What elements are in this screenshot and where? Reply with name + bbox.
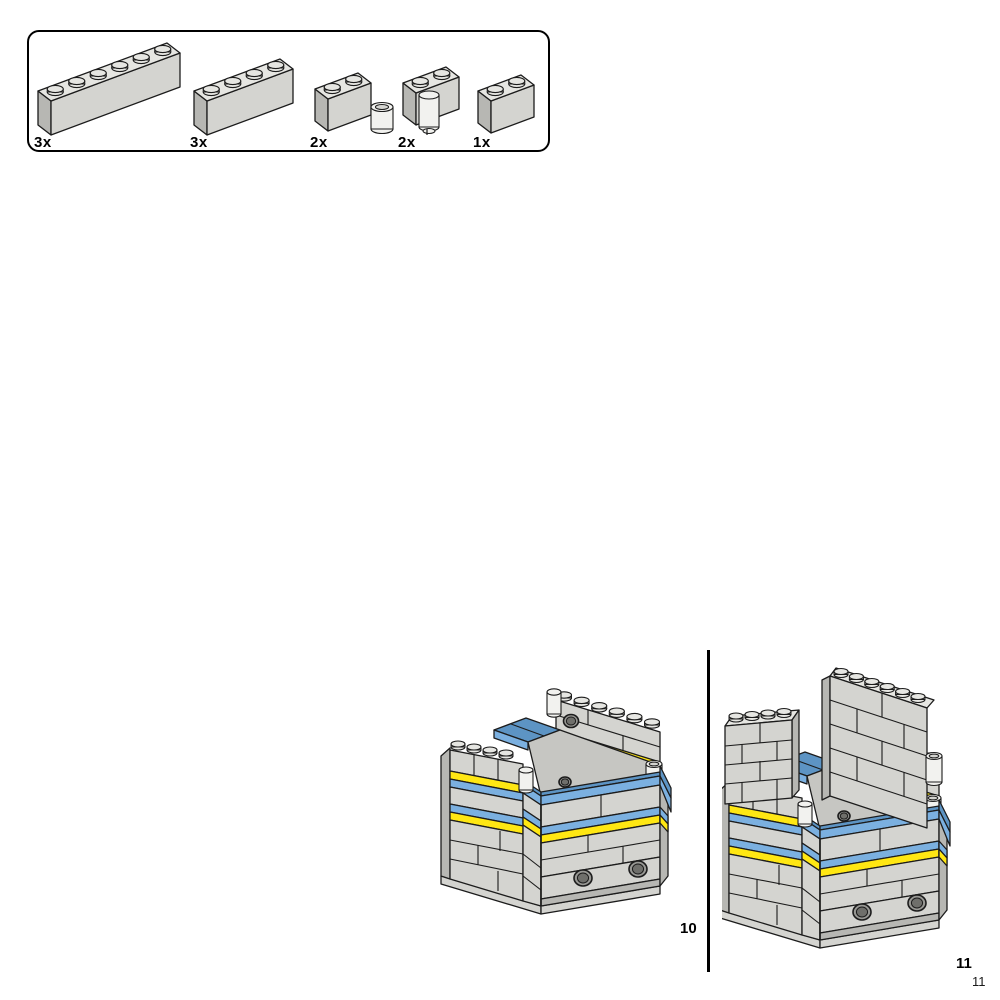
part-item-brick-1x2 xyxy=(475,73,543,137)
page-number: 11 xyxy=(972,974,986,989)
brick-1x2-open-stud-icon xyxy=(314,72,394,135)
brick-1x6-icon xyxy=(37,42,181,136)
brick-1x2-cone-icon xyxy=(402,66,460,135)
part-qty-label: 2x xyxy=(310,134,328,151)
parts-callout-box: 3x 3x 2x 2x 1x xyxy=(27,30,550,152)
part-qty-label: 3x xyxy=(34,134,52,151)
part-item-brick-1x2-tube xyxy=(312,71,402,139)
part-item-brick-1x4 xyxy=(191,53,301,139)
step-10-model-image xyxy=(440,688,672,915)
part-item-brick-1x2-cone xyxy=(400,65,470,141)
brick-1x2-icon xyxy=(477,74,535,134)
step-10-number: 10 xyxy=(680,920,697,937)
step-11-model-image xyxy=(722,667,951,949)
part-qty-label: 1x xyxy=(473,134,491,151)
brick-1x4-icon xyxy=(193,58,294,136)
step-11-number: 11 xyxy=(956,955,972,972)
part-qty-label: 2x xyxy=(398,134,416,151)
part-qty-label: 3x xyxy=(190,134,208,151)
part-item-brick-1x6 xyxy=(35,39,185,139)
step-divider-line xyxy=(707,650,710,972)
